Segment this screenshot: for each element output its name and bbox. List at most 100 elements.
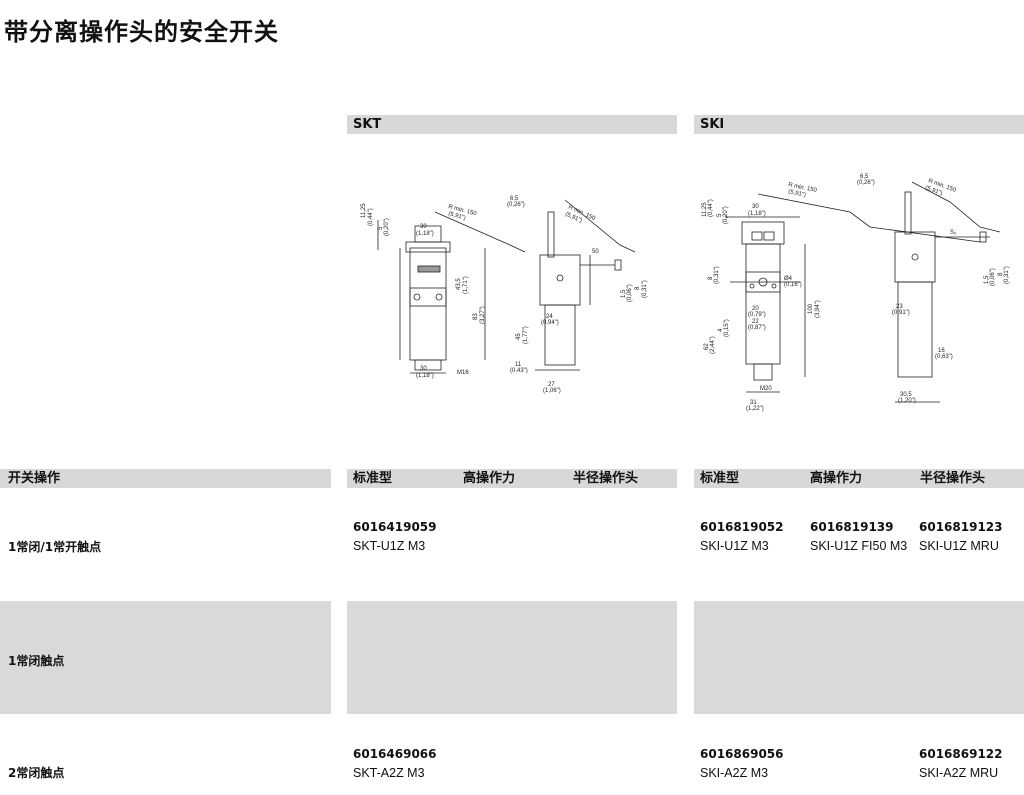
article-number: 6016469066: [353, 747, 437, 761]
dim-label: 20: [752, 306, 759, 312]
dim-label: (0,20"): [384, 218, 390, 236]
dim-label: 50: [592, 249, 599, 255]
model-name: SKI-U1Z M3: [700, 539, 769, 553]
article-number: 6016869122: [919, 747, 1003, 761]
dim-label: 1,5: [984, 275, 990, 284]
dim-label: 22: [752, 319, 759, 325]
dim-label: (1,18"): [416, 373, 434, 379]
dim-label: (1,20"): [898, 398, 916, 404]
dim-label: (1,18"): [748, 211, 766, 217]
dim-label: (0,06"): [627, 284, 633, 302]
dim-label: 83: [473, 313, 479, 320]
row-label: 1常闭触点: [8, 654, 65, 668]
model-name: SKI-A2Z M3: [700, 766, 769, 780]
dim-label: (0,87"): [748, 325, 766, 331]
dim-label: 16: [938, 348, 945, 354]
table-cell: 6016869122 SKI-A2Z MRU: [919, 745, 1003, 783]
dim-label: 31: [750, 400, 757, 406]
dim-label: 45: [516, 333, 522, 340]
table-cell: 6016869056 SKI-A2Z M3: [700, 745, 784, 783]
table-cell: 6016419059 SKT-U1Z M3: [353, 518, 437, 556]
table-cell: 6016819052 SKI-U1Z M3: [700, 518, 784, 556]
article-number: 6016819052: [700, 520, 784, 534]
dim-label: (5,91"): [447, 211, 466, 221]
row-label: 1常闭/1常开触点: [8, 540, 102, 554]
ski-dimension-drawing: 11,25 (0,44") 5 (0,20") 30 (1,18") R min…: [700, 172, 1020, 422]
dim-label: (5,91"): [788, 189, 807, 199]
dim-label: 4: [718, 328, 724, 332]
dim-label: 8: [708, 276, 714, 280]
dim-label: (0,91"): [892, 310, 910, 316]
dim-label: 5: [378, 226, 384, 230]
column-header: 高操作力: [810, 471, 863, 486]
dim-label: M16: [457, 370, 469, 376]
dim-label: (1,71"): [463, 276, 469, 294]
dim-label: 1,5: [621, 289, 627, 298]
dim-label: 8: [998, 272, 1004, 276]
dim-label: 30: [752, 204, 759, 210]
dim-label: (0,20"): [723, 206, 729, 224]
dim-label: 5: [717, 213, 723, 217]
dim-label: Ø4: [784, 276, 793, 282]
dim-label: (0,16"): [784, 282, 802, 288]
dim-label: (0,26"): [857, 180, 875, 186]
dim-label: 62: [704, 343, 710, 350]
dim-label: (0,06"): [990, 268, 996, 286]
table-cell: 6016819139 SKI-U1Z FI50 M3: [810, 518, 907, 556]
dim-label: 11: [515, 362, 522, 368]
skt-dimension-drawing: 11,25 (0,44") 5 (0,20") 30 (1,18") R min…: [360, 190, 660, 400]
dim-label: 30,5: [900, 392, 912, 398]
product-header-ski: SKI: [694, 115, 1024, 134]
column-header: 标准型: [700, 471, 740, 486]
table-header-skt: 标准型 高操作力 半径操作头: [347, 469, 677, 488]
dim-label: (2,44"): [710, 336, 716, 354]
dim-label: 43,5: [456, 278, 462, 290]
dim-label: 23: [896, 304, 903, 310]
dim-label: (0,31"): [714, 266, 720, 284]
column-header: 高操作力: [463, 471, 516, 486]
article-number: 6016869056: [700, 747, 784, 761]
dim-label: (0,63"): [935, 354, 953, 360]
dim-label: 6,5: [510, 196, 519, 202]
dim-label: 8: [635, 286, 641, 290]
dim-label: M20: [760, 386, 772, 392]
article-number: 6016819139: [810, 520, 894, 534]
product-header-skt: SKT: [347, 115, 677, 134]
dim-label: (0,31"): [1004, 266, 1010, 284]
dim-label: (0,31"): [642, 280, 648, 298]
dim-label: 30: [420, 366, 427, 372]
column-header: 半径操作头: [573, 471, 639, 486]
column-header: 半径操作头: [920, 471, 986, 486]
model-name: SKI-U1Z MRU: [919, 539, 999, 553]
model-name: SKT-U1Z M3: [353, 539, 426, 553]
dim-label: (0,43"): [510, 368, 528, 374]
article-number: 6016819123: [919, 520, 1003, 534]
article-number: 6016419059: [353, 520, 437, 534]
dim-label: 6,5: [860, 174, 869, 180]
model-name: SKT-A2Z M3: [353, 766, 425, 780]
model-name: SKI-A2Z MRU: [919, 766, 999, 780]
dim-label: 11,25: [361, 203, 367, 218]
product-name: SKI: [700, 117, 725, 132]
table-cell: 6016469066 SKT-A2Z M3: [353, 745, 437, 783]
dim-label: (3,94"): [815, 300, 821, 318]
model-name: SKI-U1Z FI50 M3: [810, 539, 908, 553]
product-name: SKT: [353, 117, 382, 132]
dim-label: (0,94"): [541, 320, 559, 326]
dim-label: (0,79"): [748, 312, 766, 318]
dim-label: (1,18"): [416, 231, 434, 237]
dim-label: (5,91"): [924, 185, 943, 197]
table-cell: 6016819123 SKI-U1Z MRU: [919, 518, 1003, 556]
row-shade: [347, 601, 677, 714]
dim-label: 11,25: [702, 202, 708, 217]
row-shade: [0, 601, 331, 714]
dim-label: (0,44"): [368, 208, 374, 226]
dim-label: 30: [420, 224, 427, 230]
dim-label: 24: [546, 314, 553, 320]
table-header-switch-operation: 开关操作: [0, 469, 331, 488]
dim-label: 100: [808, 303, 814, 314]
table-header-ski: 标准型 高操作力 半径操作头: [694, 469, 1024, 488]
dim-label: 27: [548, 382, 555, 388]
dim-label: (0,44"): [708, 199, 714, 217]
dim-label: (1,06"): [543, 388, 561, 394]
